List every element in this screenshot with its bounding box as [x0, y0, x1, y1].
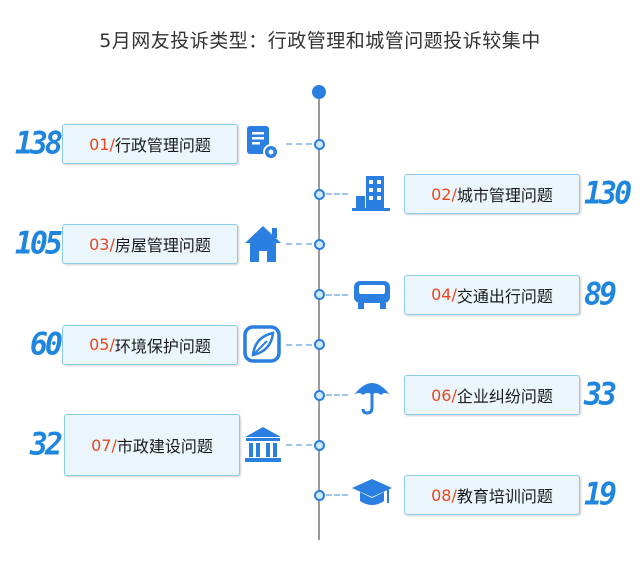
- category-name: 市政建设问题: [116, 437, 213, 457]
- timeline-connector: [286, 444, 312, 447]
- category-name: 行政管理问题: [114, 136, 211, 155]
- timeline-connector: [326, 193, 348, 196]
- category-label: 06/企业纠纷问题: [404, 375, 580, 415]
- government-building-icon: [243, 425, 283, 469]
- timeline-connector: [326, 494, 348, 497]
- category-number: 06/: [431, 385, 457, 405]
- category-number: 04/: [431, 285, 457, 305]
- category-label: 08/教育培训问题: [404, 475, 580, 516]
- complaint-count: 33: [584, 376, 617, 413]
- complaint-count: 19: [584, 476, 617, 514]
- complaint-count: 130: [584, 175, 632, 213]
- timeline-connector: [286, 143, 312, 145]
- timeline-node: [313, 238, 325, 250]
- category-label: 05/环境保护问题: [62, 324, 238, 365]
- umbrella-icon: [352, 375, 392, 419]
- complaint-count: 32: [29, 426, 63, 464]
- leaf-icon: [243, 325, 283, 369]
- category-name: 企业纠纷问题: [456, 387, 553, 406]
- timeline-node: [313, 389, 325, 401]
- timeline-axis: [318, 92, 320, 540]
- category-label: 01/行政管理问题: [62, 124, 238, 164]
- category-number: 05/: [89, 335, 115, 355]
- category-name: 教育培训问题: [456, 487, 553, 507]
- category-name: 城市管理问题: [456, 186, 553, 206]
- category-number: 03/: [89, 234, 115, 254]
- document-gear-icon: [243, 124, 283, 168]
- category-label: 02/城市管理问题: [404, 174, 580, 215]
- timeline-node: [313, 339, 325, 351]
- timeline-node: [313, 289, 325, 301]
- category-name: 环境保护问题: [114, 336, 211, 356]
- chart-title: 5月网友投诉类型：行政管理和城管问题投诉较集中: [99, 30, 541, 52]
- timeline-connector: [326, 394, 348, 396]
- category-label: 03/房屋管理问题: [62, 224, 238, 265]
- complaint-count: 60: [29, 325, 63, 363]
- graduation-cap-icon: [352, 475, 392, 519]
- category-name: 房屋管理问题: [114, 236, 211, 256]
- category-label: 04/交通出行问题: [404, 274, 580, 315]
- complaint-count: 138: [14, 125, 63, 162]
- city-building-icon: [352, 174, 392, 218]
- category-label: 07/市政建设问题: [64, 414, 240, 477]
- category-number: 08/: [431, 485, 457, 505]
- complaint-count: 105: [14, 225, 63, 263]
- timeline-node: [313, 489, 325, 501]
- house-icon: [243, 224, 283, 268]
- category-number: 02/: [431, 184, 457, 204]
- timeline-connector: [286, 243, 312, 246]
- timeline-node: [313, 138, 325, 150]
- complaint-count: 89: [584, 275, 617, 313]
- timeline-connector: [286, 343, 312, 346]
- timeline-connector: [326, 293, 348, 296]
- category-name: 交通出行问题: [456, 286, 553, 306]
- category-number: 07/: [91, 435, 117, 455]
- category-number: 01/: [89, 134, 115, 154]
- timeline-start-dot: [312, 85, 326, 99]
- bus-icon: [352, 275, 392, 319]
- timeline-node: [313, 188, 325, 200]
- timeline-node: [313, 439, 325, 451]
